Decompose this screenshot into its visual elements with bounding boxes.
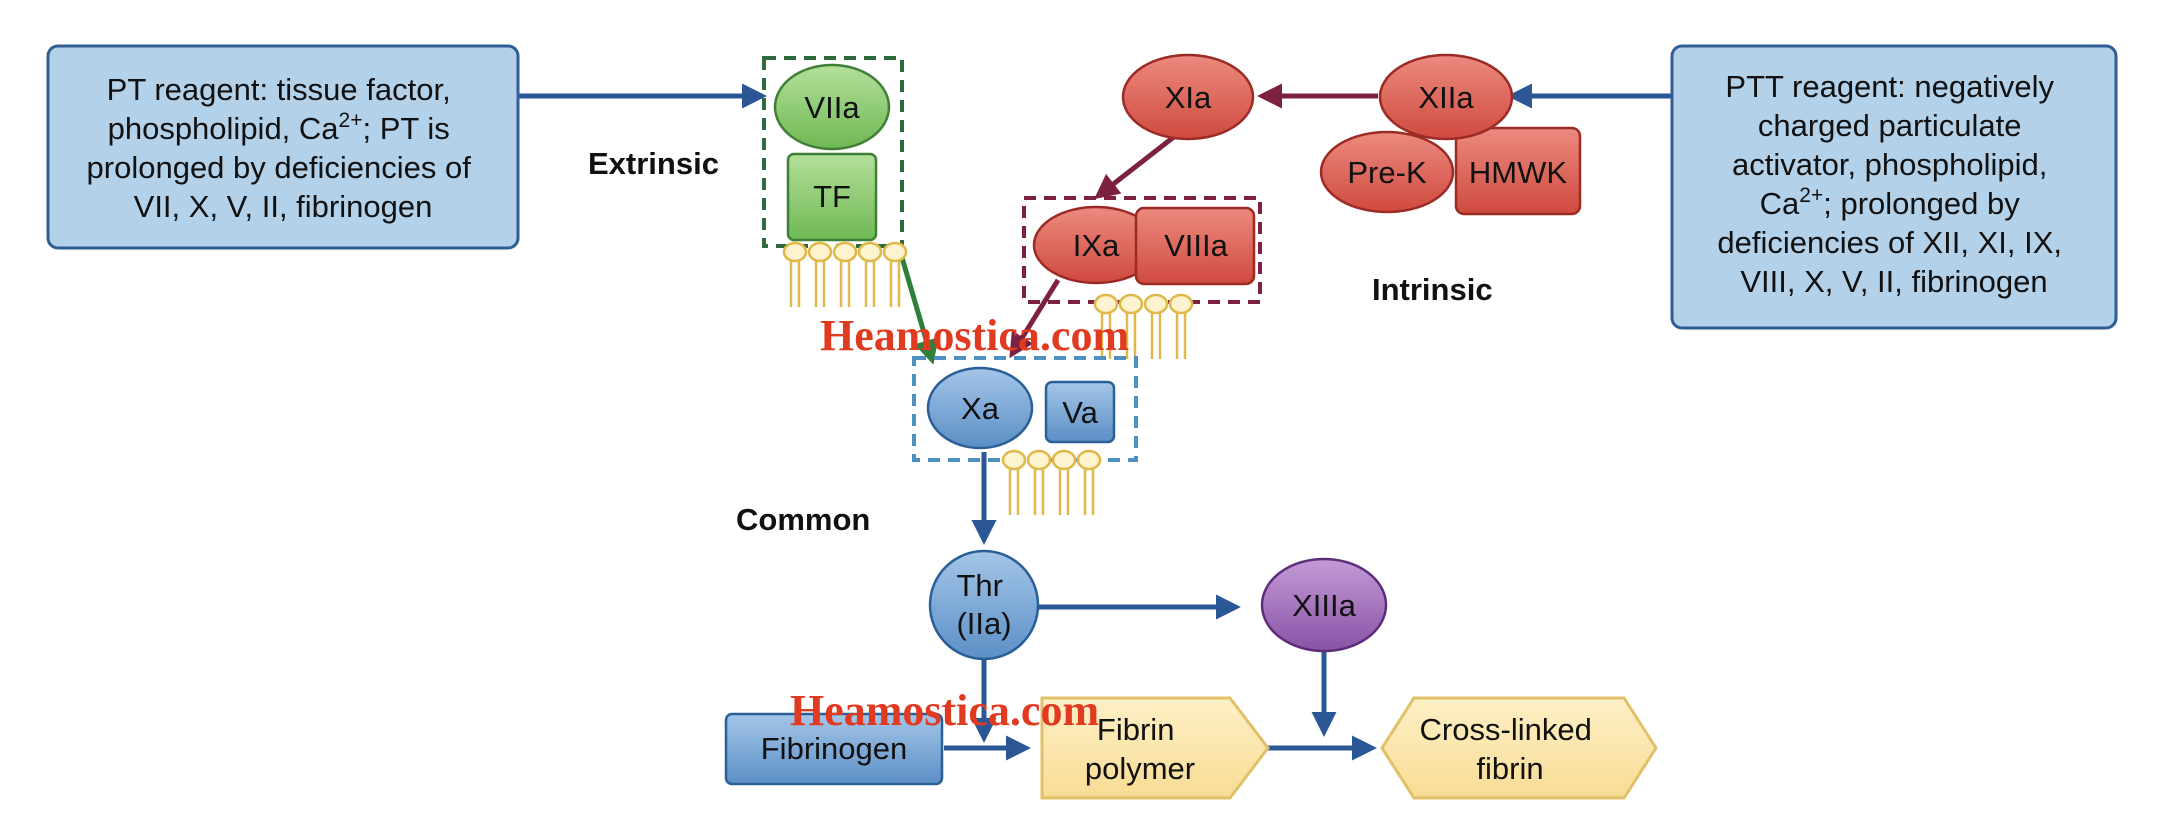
- svg-text:PT reagent: tissue factor,: PT reagent: tissue factor, phospholipid,…: [87, 72, 480, 224]
- pt-note-line2-sup: 2+: [339, 109, 363, 132]
- ptt-note-line1: PTT reagent: negatively: [1725, 69, 2054, 104]
- fibrin-polymer-line2: polymer: [1085, 751, 1195, 786]
- hmwk-label: HMWK: [1469, 155, 1567, 190]
- ixa-label: IXa: [1073, 228, 1120, 263]
- ptt-reagent-note: PTT reagent: negatively charged particul…: [1670, 44, 2118, 330]
- pt-note-line3: prolonged by deficiencies of: [87, 150, 472, 185]
- prek-label: Pre-K: [1347, 155, 1427, 190]
- arrow-ixa-to-xa: [1009, 278, 1061, 359]
- ptt-note-line3: activator, phospholipid,: [1732, 147, 2047, 182]
- ptt-note-line4-b: ; prolonged by: [1823, 186, 2020, 221]
- phospholipid-icon: [782, 241, 808, 307]
- fibrinogen-node: [724, 712, 944, 786]
- phospholipid-icon: [882, 241, 908, 307]
- pt-reagent-note: PT reagent: tissue factor, phospholipid,…: [46, 44, 520, 250]
- crosslinked-fibrin-line2: fibrin: [1476, 751, 1543, 786]
- ptt-note-line4-a: Ca: [1760, 186, 1800, 221]
- arrow-tf-to-xa: [895, 243, 939, 365]
- svg-text:Fibrin polymer: Fibrin polymer: [1085, 712, 1195, 786]
- xia-node: [1121, 53, 1255, 141]
- crosslinked-fibrin-node: [1380, 696, 1658, 800]
- va-label: Va: [1062, 395, 1098, 430]
- phospholipid-icon: [832, 241, 858, 307]
- phospholipid-icon: [1051, 449, 1077, 515]
- arrow-xia-to-ixa: [1094, 134, 1177, 200]
- viiia-node: [1134, 206, 1256, 286]
- ptt-note-line6: VIII, X, V, II, fibrinogen: [1740, 264, 2047, 299]
- phospholipid-tenase: [1093, 293, 1194, 359]
- tf-label: TF: [813, 179, 851, 214]
- arrows: [518, 83, 1672, 761]
- pt-note-line1: PT reagent: tissue factor,: [107, 72, 451, 107]
- tf-node: [786, 152, 878, 242]
- pt-note-line4: VII, X, V, II, fibrinogen: [134, 189, 433, 224]
- crosslinked-fibrin-line1: Cross-linked: [1420, 712, 1592, 747]
- phospholipid-extrinsic: [782, 241, 908, 307]
- phospholipid-icon: [1168, 293, 1194, 359]
- va-node: [1044, 380, 1116, 444]
- viia-node: [773, 63, 891, 151]
- fibrin-polymer-node: [1040, 696, 1270, 800]
- xia-label: XIa: [1165, 80, 1212, 115]
- svg-text:PTT reagent: negatively: PTT reagent: negatively charged particul…: [1717, 69, 2070, 299]
- watermark-upper: Heamostica.com: [820, 311, 1129, 360]
- phospholipid-icon: [807, 241, 833, 307]
- xa-node: [926, 366, 1034, 450]
- intrinsic-activation: XIa HMWK Pre-K XIIa: [1121, 53, 1582, 216]
- fibrin-polymer-line1: Fibrin: [1097, 712, 1175, 747]
- xiiia-node: [1260, 557, 1388, 653]
- prek-node: [1319, 130, 1455, 214]
- pt-note-line2-a: phospholipid, Ca: [108, 111, 340, 146]
- fibrinogen-label: Fibrinogen: [761, 731, 907, 766]
- thrombin-node: [928, 549, 1040, 661]
- watermark-lower: Heamostica.com: [790, 686, 1099, 735]
- phospholipid-icon: [1093, 293, 1119, 359]
- phospholipid-icon: [1143, 293, 1169, 359]
- intrinsic-label: Intrinsic: [1372, 272, 1493, 307]
- extrinsic-complex: VIIa TF: [762, 56, 908, 307]
- phospholipid-icon: [1026, 449, 1052, 515]
- ptt-note-line4-sup: 2+: [1799, 184, 1823, 207]
- thrombin-label-line1: Thr: [956, 568, 1003, 603]
- common-pathway: Thr (IIa) XIIIa Fibrinogen Fibrin polyme…: [724, 549, 1658, 800]
- hmwk-node: [1454, 126, 1582, 216]
- extrinsic-label: Extrinsic: [588, 146, 719, 181]
- ptt-note-line5: deficiencies of XII, XI, IX,: [1717, 225, 2062, 260]
- prothrombinase-complex: Xa Va: [912, 356, 1138, 515]
- phospholipid-icon: [1001, 449, 1027, 515]
- xiia-label: XIIa: [1418, 80, 1474, 115]
- phospholipid-icon: [1118, 293, 1144, 359]
- phospholipid-icon: [857, 241, 883, 307]
- svg-text:Thr (IIa): Thr (IIa): [956, 568, 1011, 641]
- ptt-note-line2: charged particulate: [1758, 108, 2022, 143]
- pt-note-line2-b: ; PT is: [363, 111, 450, 146]
- phospholipid-prothrombinase: [1001, 449, 1102, 515]
- xiia-node: [1378, 53, 1514, 141]
- phospholipid-icon: [1076, 449, 1102, 515]
- thrombin-label-line2: (IIa): [956, 606, 1011, 641]
- common-label: Common: [736, 502, 870, 537]
- tenase-complex: IXa VIIIa: [1022, 196, 1262, 359]
- xa-label: Xa: [961, 391, 1000, 426]
- xiiia-label: XIIIa: [1292, 588, 1357, 623]
- viia-label: VIIa: [804, 90, 860, 125]
- viiia-label: VIIIa: [1164, 228, 1229, 263]
- svg-text:Cross-linked fibrin: Cross-linked fibrin: [1420, 712, 1601, 786]
